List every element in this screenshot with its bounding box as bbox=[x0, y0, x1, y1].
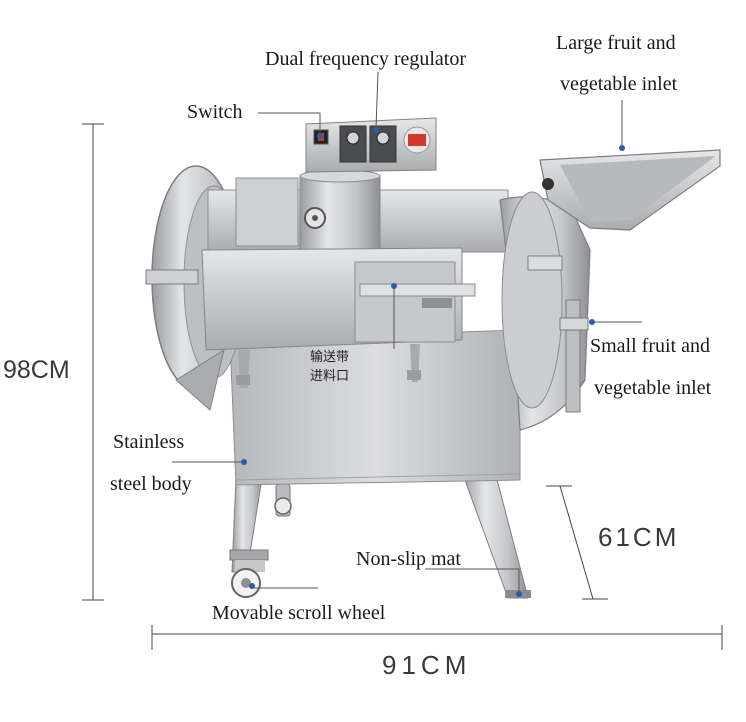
dimension-height-line bbox=[82, 123, 104, 601]
dimension-width-line bbox=[151, 625, 723, 650]
label-stainless-line1: Stainless bbox=[113, 431, 185, 453]
dimension-depth-line bbox=[546, 485, 608, 600]
wheel-rear bbox=[274, 483, 292, 517]
dimension-depth-label: 61CM bbox=[598, 522, 680, 552]
wheel-front bbox=[229, 549, 269, 598]
label-switch: Switch bbox=[187, 101, 243, 123]
leader-dots bbox=[241, 127, 625, 597]
label-large-inlet-line2: vegetable inlet bbox=[560, 73, 678, 95]
steel-body bbox=[229, 329, 521, 486]
right-cutting-head bbox=[499, 191, 591, 431]
label-non-slip-mat: Non-slip mat bbox=[356, 548, 461, 570]
label-movable-scroll-wheel: Movable scroll wheel bbox=[212, 602, 386, 624]
control-box bbox=[305, 117, 437, 173]
dimension-height-label: 98CM bbox=[3, 356, 70, 384]
large-inlet-hopper bbox=[539, 149, 721, 231]
label-large-inlet-line1: Large fruit and bbox=[556, 32, 676, 54]
label-small-inlet-line1: Small fruit and bbox=[590, 335, 710, 357]
motor-section bbox=[207, 169, 509, 253]
label-stainless-line2: steel body bbox=[110, 473, 192, 495]
label-dual-frequency-regulator: Dual frequency regulator bbox=[265, 48, 467, 70]
conveyor-box bbox=[201, 247, 476, 388]
label-conveyor-line2: 进料口 bbox=[310, 369, 350, 384]
dimension-width-label: 91CM bbox=[382, 650, 472, 680]
label-conveyor-line1: 输送带 bbox=[310, 350, 350, 365]
label-small-inlet-line2: vegetable inlet bbox=[594, 377, 712, 399]
